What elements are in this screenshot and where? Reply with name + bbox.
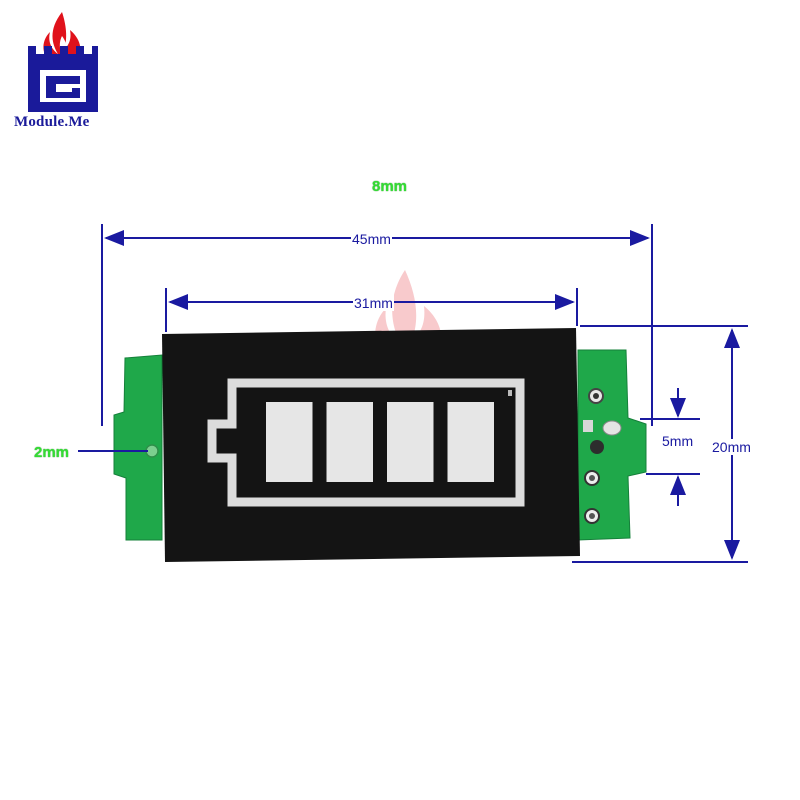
flame-castle-logo-icon [28, 12, 98, 112]
battery-segment [447, 402, 494, 482]
dimension-label-2mm: 2mm [34, 444, 70, 461]
battery-segment [387, 402, 434, 482]
dimension-label-31mm: 31mm [353, 295, 394, 311]
dimension-label-45mm: 45mm [351, 231, 392, 247]
dimension-label-8mm: 8mm [372, 178, 408, 195]
battery-segments [266, 402, 494, 482]
pcb-left-tab [113, 354, 163, 541]
brand-name: Module.Me [14, 114, 90, 130]
battery-segment [266, 402, 313, 482]
battery-segment [326, 402, 373, 482]
solder-pads [583, 388, 622, 524]
battery-outline [207, 378, 525, 507]
dimension-label-5mm: 5mm [662, 433, 694, 449]
dimension-label-20mm: 20mm [711, 439, 752, 455]
